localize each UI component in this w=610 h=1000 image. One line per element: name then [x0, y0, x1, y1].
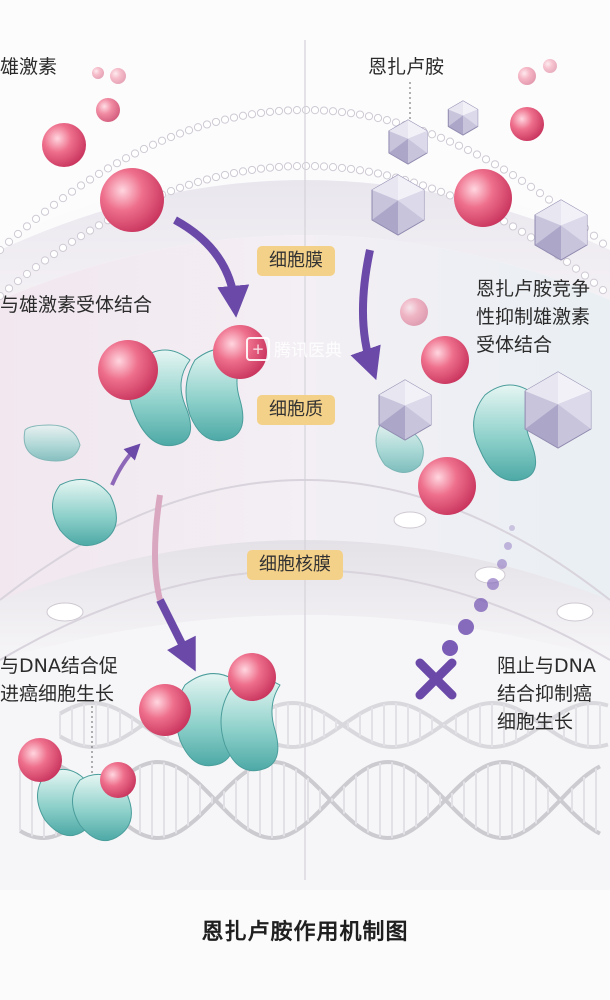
watermark-text: 腾讯医典	[274, 341, 342, 361]
arrow-androgen-to-receptor	[173, 216, 250, 318]
label-androgen: 雄激素	[0, 56, 58, 78]
watermark: + 腾讯医典	[246, 336, 342, 361]
arrow-drug-to-receptor	[350, 249, 381, 381]
label-dna-right-2: 结合抑制癌	[497, 683, 593, 705]
pill-cytoplasm: 细胞质	[257, 395, 335, 425]
label-enzalutamide: 恩扎卢胺	[368, 56, 445, 78]
pill-nuclear-membrane: 细胞核膜	[247, 550, 343, 580]
watermark-plus-icon: +	[246, 336, 270, 361]
arrow-into-nucleus	[156, 598, 196, 672]
label-dna-right-3: 细胞生长	[497, 711, 574, 733]
block-x-icon	[415, 658, 457, 700]
label-competitive-2: 性抑制雄激素	[476, 306, 591, 328]
label-competitive-3: 受体结合	[476, 334, 553, 356]
androgen-spheres	[18, 59, 557, 798]
label-dna-left-1: 与DNA结合促	[0, 655, 118, 677]
diagram-title: 恩扎卢胺作用机制图	[201, 920, 409, 945]
label-dna-left-2: 进癌细胞生长	[0, 683, 115, 705]
blocked-path-dots	[442, 525, 515, 656]
label-bind-receptor: 与雄激素受体结合	[0, 294, 153, 316]
arrow-receptor-free	[110, 443, 141, 486]
enzalutamide-crystals	[371, 100, 592, 449]
pill-cell-membrane: 细胞膜	[257, 246, 335, 276]
arrow-fade	[152, 494, 163, 601]
label-dna-right-1: 阻止与DNA	[497, 655, 596, 677]
label-competitive-1: 恩扎卢胺竞争	[476, 278, 591, 300]
